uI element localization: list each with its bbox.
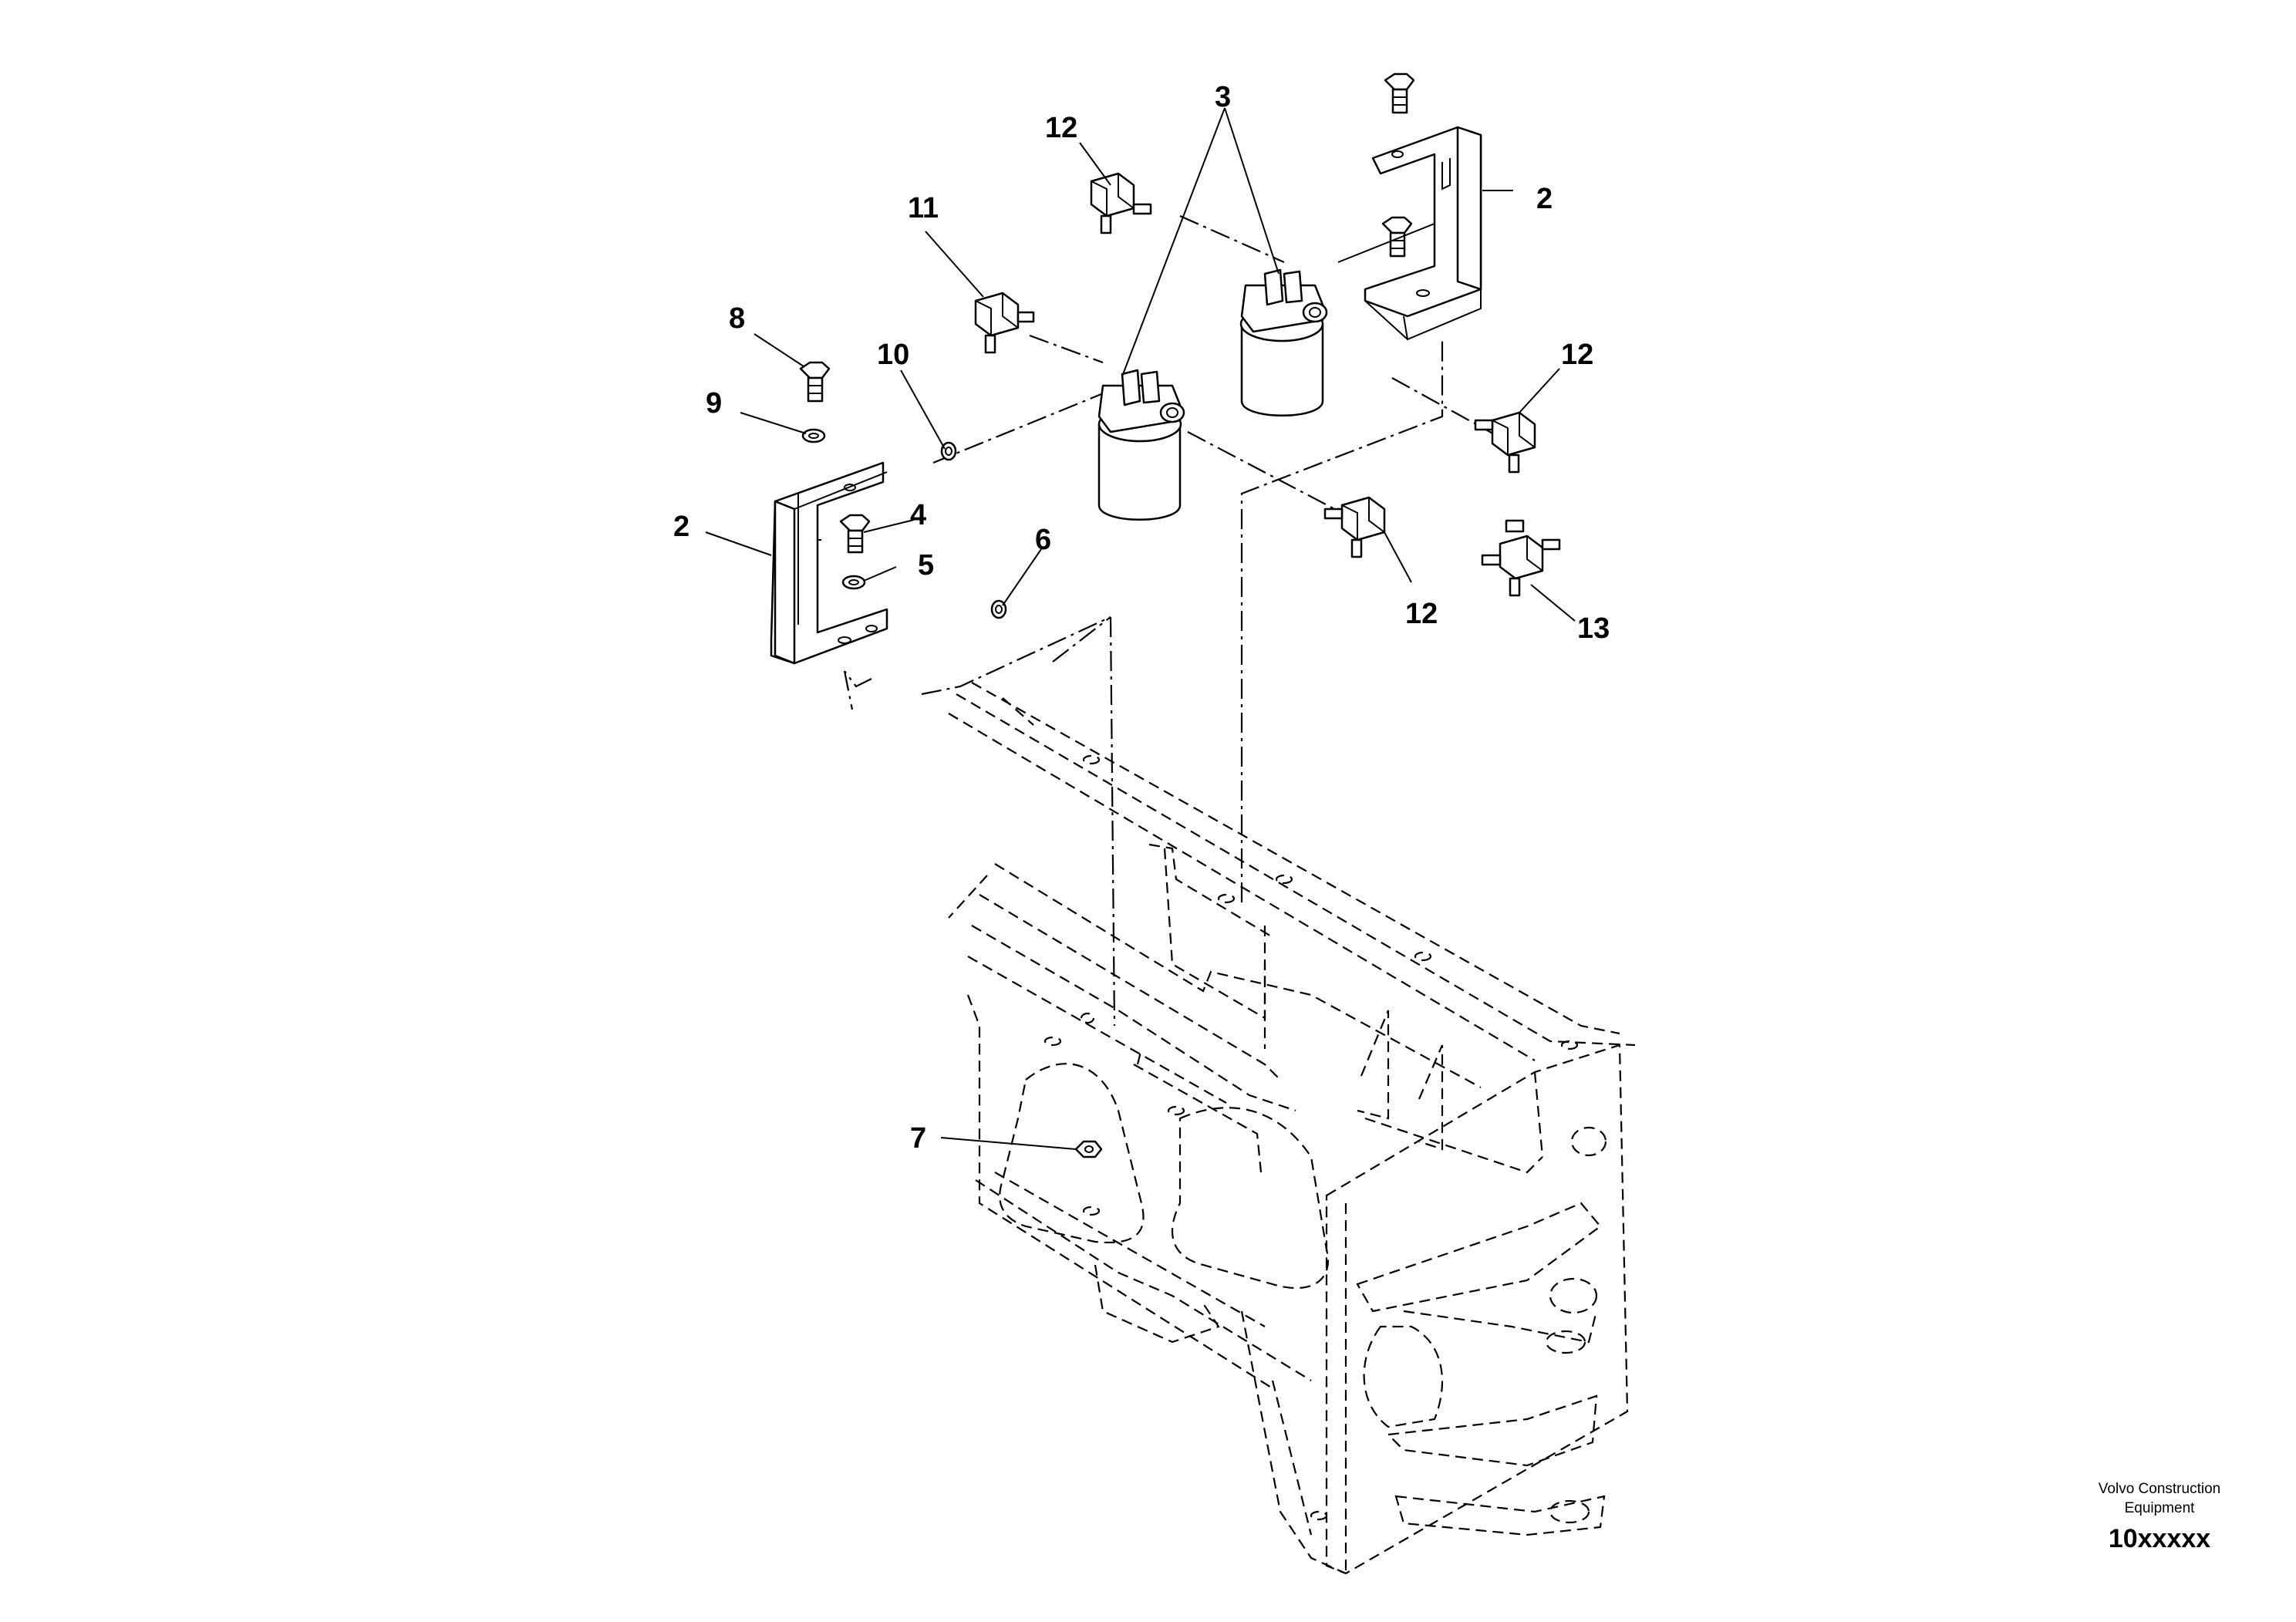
screw-4 <box>839 514 871 554</box>
label-part-4: 4 <box>910 499 926 531</box>
label-part-2-left: 2 <box>673 511 689 543</box>
tee-fitting-13 <box>1481 519 1561 597</box>
screw-8 <box>799 361 831 403</box>
label-part-13: 13 <box>1577 612 1610 645</box>
screw-top-right-1 <box>1384 73 1415 114</box>
label-part-7: 7 <box>910 1122 926 1155</box>
label-part-12-top: 12 <box>1045 112 1077 144</box>
screw-top-right-2 <box>1381 216 1413 258</box>
filter-left <box>1097 369 1185 521</box>
bracket-right <box>1364 126 1482 341</box>
part-labels: 3 12 2 11 8 10 12 9 4 2 6 5 12 13 7 <box>673 81 1610 1155</box>
label-part-2-right: 2 <box>1536 183 1553 215</box>
filter-right <box>1239 268 1328 416</box>
label-part-9: 9 <box>706 387 722 420</box>
label-part-12-mid: 12 <box>1405 598 1438 630</box>
label-part-11: 11 <box>908 192 939 224</box>
assembly-lines <box>843 214 1535 1027</box>
footer-drawing-code: 10xxxxx <box>2108 1524 2211 1553</box>
label-part-5: 5 <box>918 549 934 582</box>
machine-frame <box>948 682 1636 1575</box>
fitting-12-right <box>1474 411 1536 474</box>
label-part-8: 8 <box>729 302 745 335</box>
leader-lines <box>705 107 1576 1150</box>
label-part-3: 3 <box>1215 81 1231 113</box>
label-part-10: 10 <box>877 339 909 371</box>
footer-company-line1: Volvo Construction <box>2098 1481 2221 1497</box>
fitting-12-top <box>1090 172 1152 234</box>
bracket-left <box>770 461 888 665</box>
label-part-6: 6 <box>1035 524 1051 556</box>
footer-company: Volvo Construction Equipment <box>2036 1479 2283 1518</box>
fitting-12-mid <box>1323 496 1386 558</box>
fitting-11 <box>974 292 1035 354</box>
footer-company-line2: Equipment <box>2124 1500 2195 1516</box>
label-part-12-right: 12 <box>1561 339 1593 371</box>
